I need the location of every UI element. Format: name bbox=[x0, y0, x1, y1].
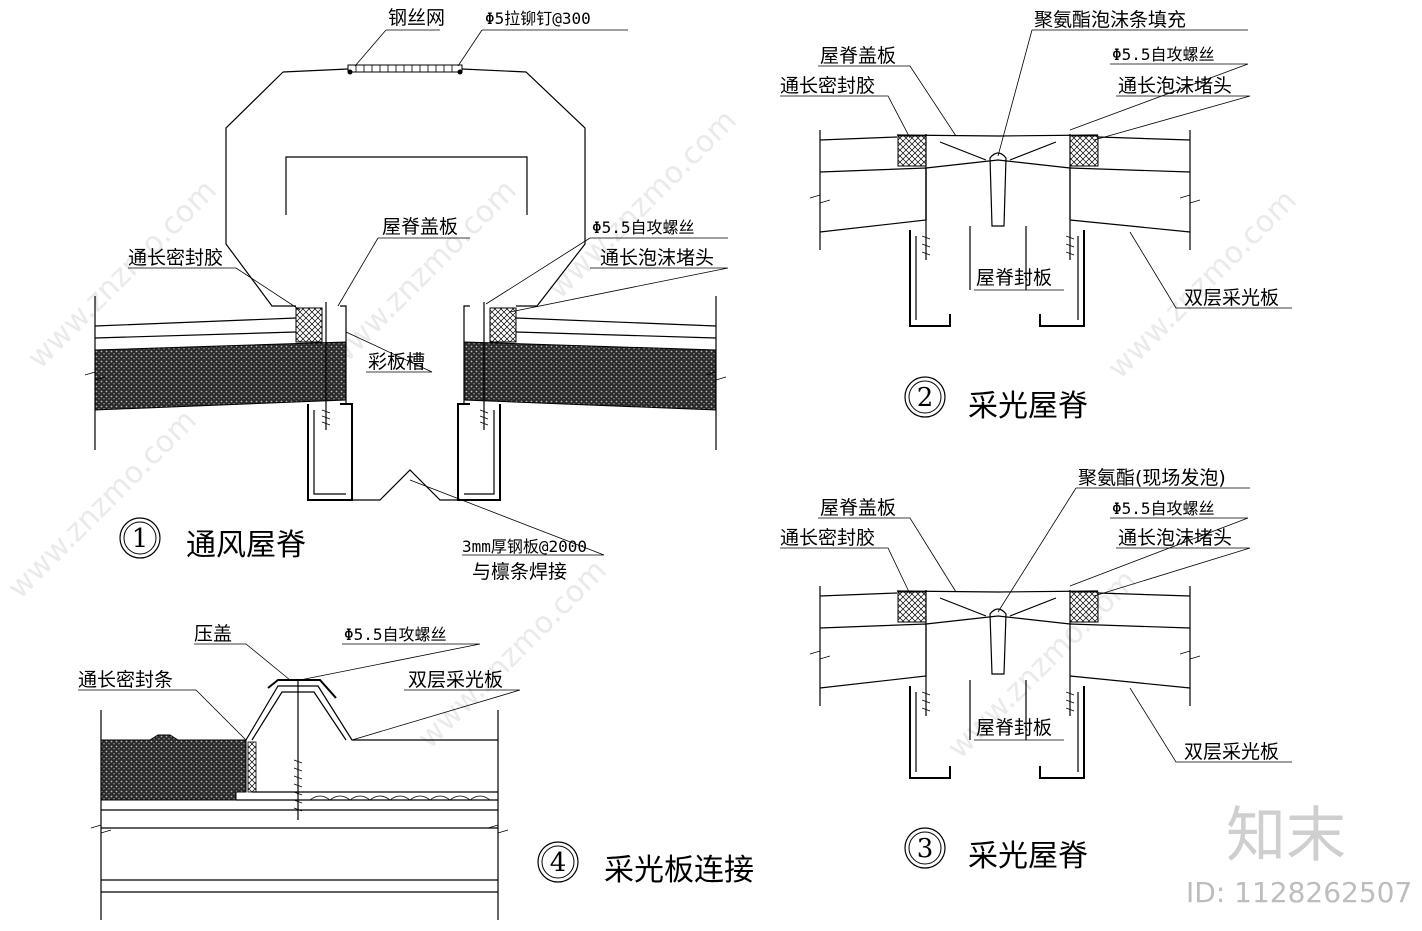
detail-title: 通风屋脊 bbox=[186, 528, 306, 563]
detail-1-ventilated-ridge: 钢丝网 Φ5拉铆钉@300 屋脊盖板 Φ5.5自攻螺丝 通长密封胶 通长泡沫堵头… bbox=[84, 7, 729, 583]
detail-title: 采光屋脊 bbox=[968, 839, 1088, 874]
detail-title: 采光板连接 bbox=[604, 853, 754, 888]
label-panel: 双层采光板 bbox=[1184, 741, 1279, 763]
label-screw: Φ5.5自攻螺丝 bbox=[592, 218, 695, 237]
label-steel-plate: 3mm厚钢板@2000 bbox=[462, 537, 587, 556]
label-foam-strip: 聚氨酯泡沫条填充 bbox=[1034, 9, 1186, 31]
label-screw: Φ5.5自攻螺丝 bbox=[1112, 45, 1215, 64]
label-wire-mesh: 钢丝网 bbox=[388, 7, 445, 29]
label-sealant: 通长密封胶 bbox=[780, 527, 875, 549]
watermark-text: www.znzmo.com bbox=[541, 103, 744, 306]
detail-number: 4 bbox=[550, 848, 567, 878]
detail-number: 1 bbox=[132, 524, 149, 554]
label-foam-plug: 通长泡沫堵头 bbox=[1118, 75, 1232, 97]
label-weld: 与檩条焊接 bbox=[472, 561, 567, 583]
label-sealant: 通长密封胶 bbox=[780, 75, 875, 97]
label-ridge-cover: 屋脊盖板 bbox=[382, 216, 458, 238]
label-ridge-cover: 屋脊盖板 bbox=[820, 45, 896, 67]
detail-4-panel-connection: 压盖 Φ5.5自攻螺丝 通长密封条 双层采光板 4 采光板连接 bbox=[78, 623, 754, 920]
label-foam-plug: 通长泡沫堵头 bbox=[1118, 527, 1232, 549]
label-channel: 彩板槽 bbox=[368, 351, 425, 373]
label-foam-plug: 通长泡沫堵头 bbox=[600, 247, 714, 269]
label-ridge-cover: 屋脊盖板 bbox=[820, 497, 896, 519]
label-rivet: Φ5拉铆钉@300 bbox=[485, 9, 591, 28]
detail-number: 2 bbox=[917, 383, 934, 413]
brand-logo: 知末 bbox=[1226, 801, 1346, 871]
label-ridge-seal: 屋脊封板 bbox=[976, 717, 1052, 739]
label-sealant: 通长密封胶 bbox=[128, 247, 223, 269]
label-panel: 双层采光板 bbox=[1184, 287, 1279, 309]
detail-title: 采光屋脊 bbox=[968, 389, 1088, 424]
detail-2-daylight-ridge: 聚氨酯泡沫条填充 屋脊盖板 Φ5.5自攻螺丝 通长密封胶 通长泡沫堵头 屋脊封板… bbox=[780, 9, 1292, 424]
watermark-text: www.znzmo.com bbox=[411, 553, 614, 756]
label-screw: Φ5.5自攻螺丝 bbox=[344, 625, 447, 644]
watermark-layer: www.znzmo.com www.znzmo.com www.znzmo.co… bbox=[1, 103, 1304, 766]
watermark-text: www.znzmo.com bbox=[1, 403, 204, 606]
label-panel: 双层采光板 bbox=[408, 669, 503, 691]
label-screw: Φ5.5自攻螺丝 bbox=[1112, 499, 1215, 518]
watermark-text: www.znzmo.com bbox=[21, 173, 224, 376]
watermark-text: www.znzmo.com bbox=[1101, 183, 1304, 386]
detail-3-daylight-ridge: 聚氨酯(现场发泡) 屋脊盖板 Φ5.5自攻螺丝 通长密封胶 通长泡沫堵头 屋脊封… bbox=[780, 467, 1292, 874]
brand-watermark: 知末 ID: 1128262507 bbox=[1186, 801, 1412, 909]
label-ridge-seal: 屋脊封板 bbox=[976, 267, 1052, 289]
label-foam: 聚氨酯(现场发泡) bbox=[1078, 467, 1226, 489]
label-cap: 压盖 bbox=[194, 623, 232, 645]
image-id-text: ID: 1128262507 bbox=[1186, 876, 1412, 909]
label-seal-strip: 通长密封条 bbox=[78, 669, 173, 691]
detail-number: 3 bbox=[917, 834, 934, 864]
